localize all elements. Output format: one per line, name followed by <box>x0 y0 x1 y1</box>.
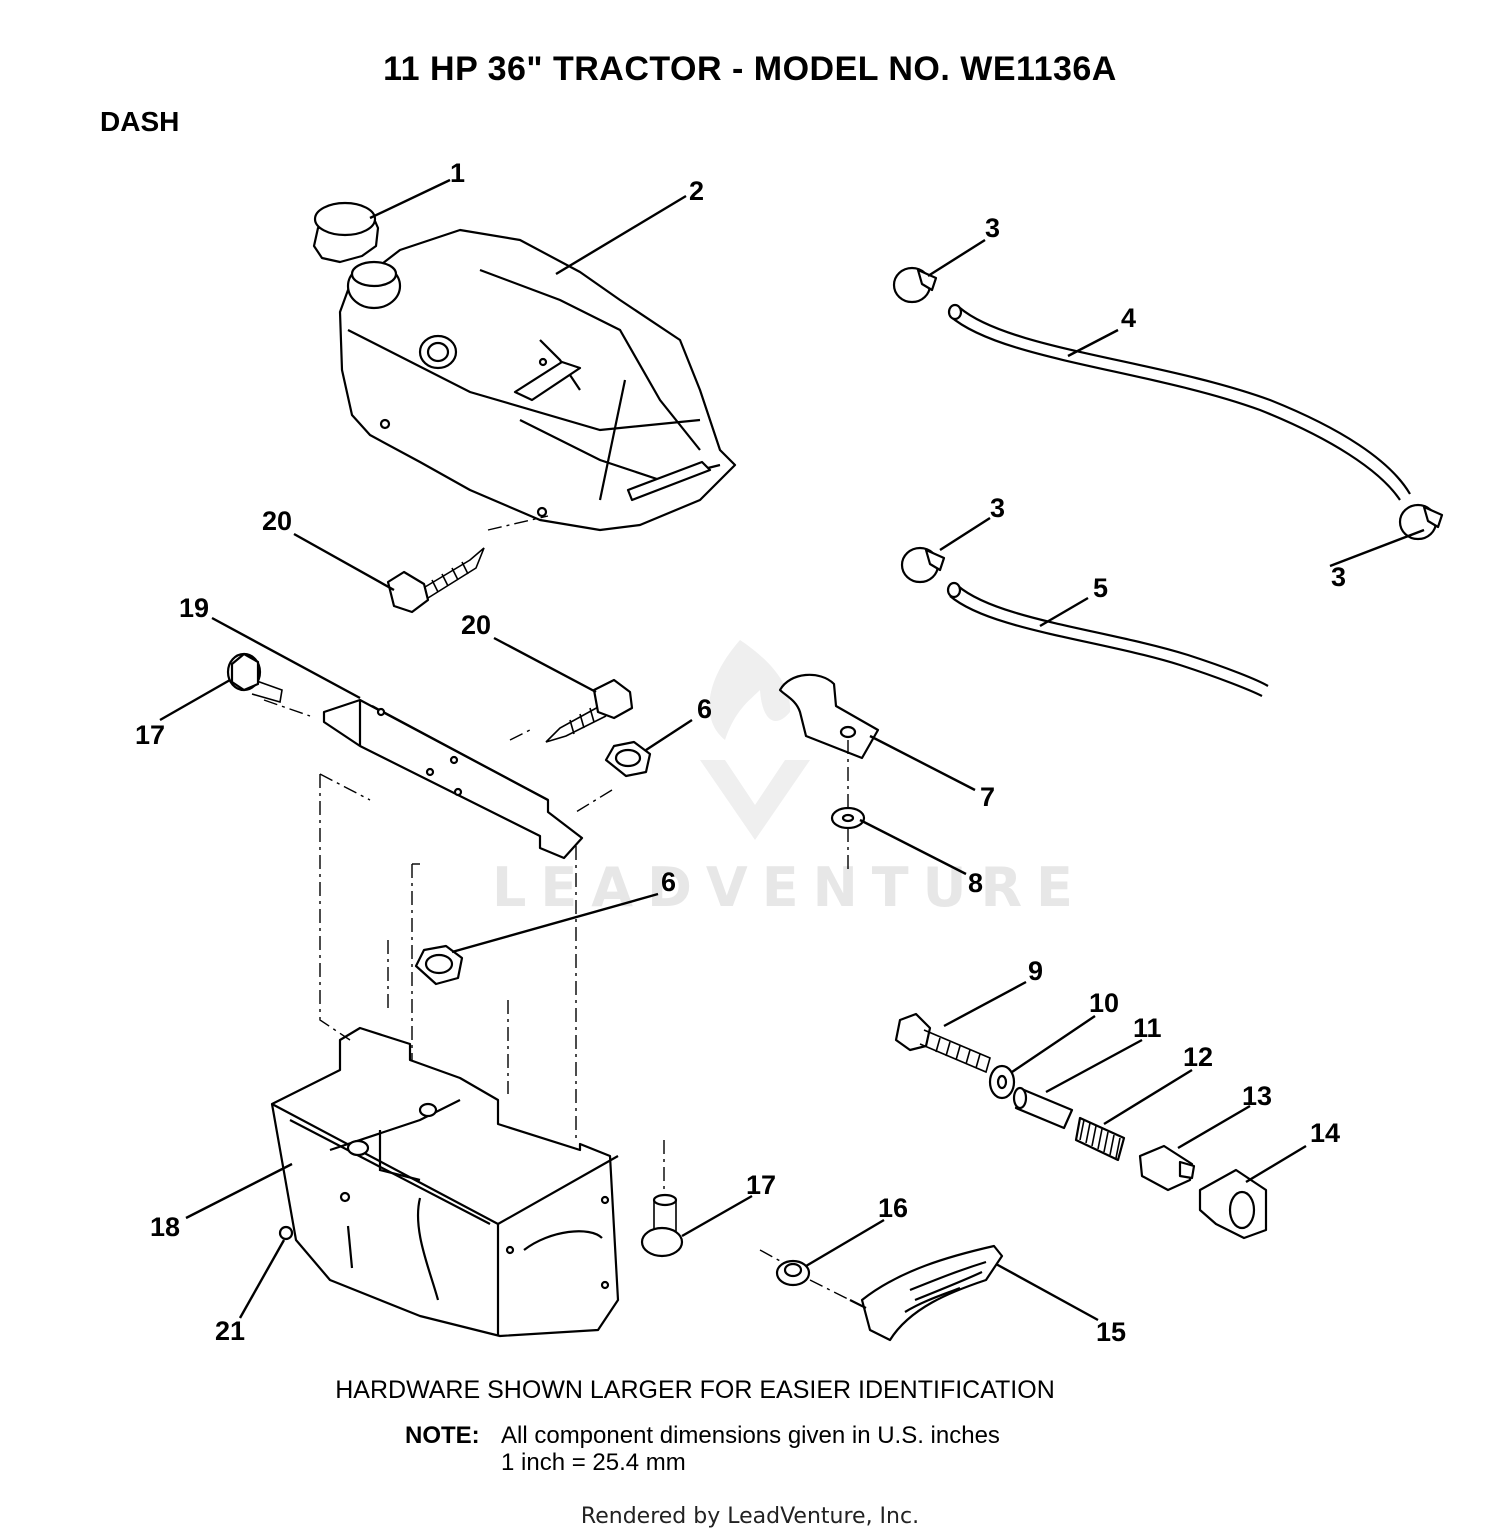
fuel-cap <box>312 201 380 264</box>
nut-upper <box>604 740 652 778</box>
callout-3-middle: 3 <box>990 493 1005 523</box>
lever-part-13 <box>1138 1144 1196 1192</box>
note-body: All component dimensions given in U.S. i… <box>501 1422 1000 1476</box>
bolt-upper <box>226 652 283 704</box>
flange-nut-part-16 <box>775 1259 811 1287</box>
dash-bracket <box>322 698 584 860</box>
callout-8: 8 <box>968 868 983 898</box>
note-line-2: 1 inch = 25.4 mm <box>501 1449 686 1476</box>
callout-18: 18 <box>150 1212 180 1242</box>
callout-3-top: 3 <box>985 213 1000 243</box>
callout-numbers: 1 2 3 4 3 3 5 20 19 20 17 6 7 8 6 9 10 1… <box>135 158 1346 1347</box>
fuel-line-long <box>947 303 1411 501</box>
callout-11: 11 <box>1133 1013 1162 1043</box>
nut-lower <box>414 944 464 986</box>
hose-clamp-top <box>892 266 938 304</box>
callout-16: 16 <box>878 1193 908 1223</box>
fuel-line-clip <box>778 673 880 760</box>
callout-20-upper: 20 <box>262 506 292 536</box>
screw-part-21 <box>278 1225 294 1241</box>
quadrant-plate <box>849 1244 1004 1342</box>
note-label: NOTE: <box>405 1422 480 1449</box>
screw-lower <box>545 678 634 743</box>
hose-clamp-middle <box>900 546 946 584</box>
spring-part-12 <box>1074 1116 1126 1162</box>
callout-5: 5 <box>1093 573 1108 603</box>
screw-upper <box>386 547 485 614</box>
callout-14: 14 <box>1310 1118 1340 1148</box>
fuel-line-short <box>946 581 1269 697</box>
callout-19: 19 <box>179 593 209 623</box>
dash-panel <box>270 1026 620 1338</box>
callout-3-right: 3 <box>1331 562 1346 592</box>
hardware-note: HARDWARE SHOWN LARGER FOR EASIER IDENTIF… <box>335 1376 1055 1404</box>
leadventure-watermark: LEADVENTURE <box>492 640 1087 919</box>
callout-17-lower: 17 <box>746 1170 776 1200</box>
callout-21: 21 <box>215 1316 245 1346</box>
callout-1: 1 <box>450 158 465 188</box>
callout-20-lower: 20 <box>461 610 491 640</box>
callout-9: 9 <box>1028 956 1043 986</box>
section-label: DASH <box>100 106 180 137</box>
callout-4: 4 <box>1121 303 1136 333</box>
note-line-1: All component dimensions given in U.S. i… <box>501 1422 1000 1449</box>
bracket-part-14 <box>1198 1168 1268 1240</box>
diagram-title: 11 HP 36" TRACTOR - MODEL NO. WE1136A <box>383 50 1117 88</box>
bolt-part-9 <box>894 1012 991 1074</box>
callout-2: 2 <box>689 176 704 206</box>
callout-10: 10 <box>1089 988 1119 1018</box>
spacer-part-11 <box>1012 1086 1074 1130</box>
callout-15: 15 <box>1096 1317 1126 1347</box>
watermark-text: LEADVENTURE <box>492 856 1087 919</box>
dimension-note: NOTE: All component dimensions given in U… <box>405 1422 1000 1476</box>
washer-part-8 <box>830 806 866 830</box>
leader-lines <box>159 178 1425 1322</box>
washer-part-10 <box>988 1064 1016 1100</box>
rendered-by-footer: Rendered by LeadVenture, Inc. <box>580 1504 920 1529</box>
bolt-lower <box>640 1193 684 1258</box>
alignment-lines <box>263 515 851 1301</box>
hose-clamp-right <box>1398 503 1444 541</box>
callout-6-upper: 6 <box>697 694 712 724</box>
callout-12: 12 <box>1183 1042 1213 1072</box>
callout-7: 7 <box>980 782 995 812</box>
callout-13: 13 <box>1242 1081 1272 1111</box>
exploded-parts-diagram: LEADVENTURE <box>135 158 1444 1347</box>
fuel-tank <box>338 228 737 532</box>
callout-6-lower: 6 <box>661 867 676 897</box>
callout-17-upper: 17 <box>135 720 165 750</box>
